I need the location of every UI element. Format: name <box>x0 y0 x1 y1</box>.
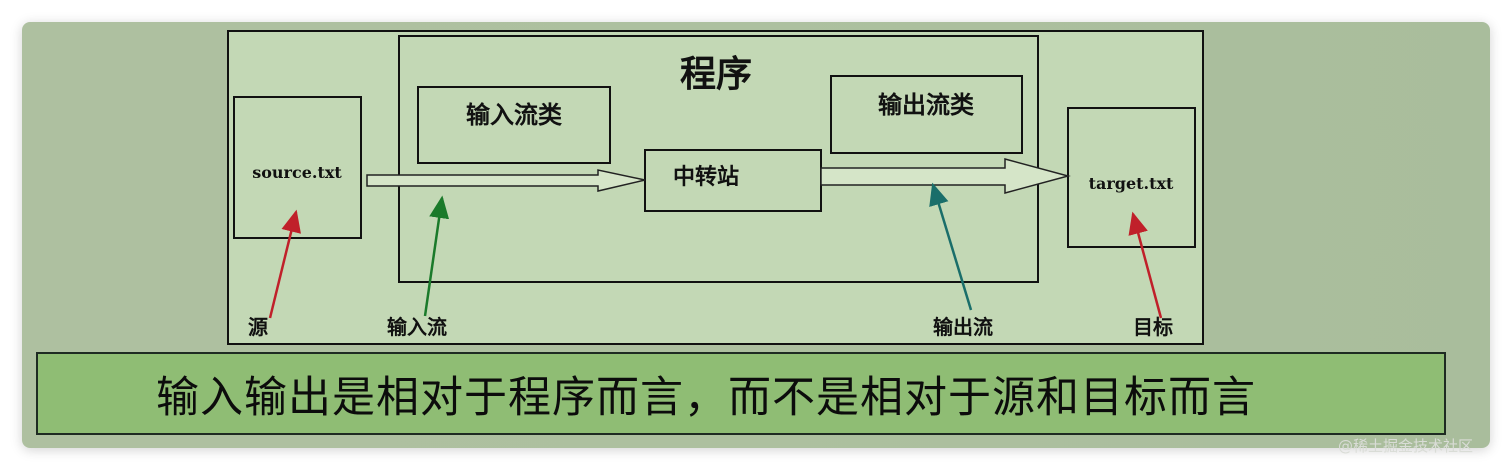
target-label: 目标 <box>1133 315 1173 339</box>
target-file-label: target.txt <box>1089 174 1174 193</box>
output-stream-class-box <box>830 75 1023 154</box>
input-stream-label: 输入流 <box>387 315 447 339</box>
caption-banner: 输入输出是相对于程序而言，而不是相对于源和目标而言 <box>36 352 1446 435</box>
output-flow-arrow <box>820 158 1071 194</box>
target-pointer-arrow <box>1128 211 1163 319</box>
target-file-box <box>1067 107 1196 248</box>
program-box <box>398 35 1039 283</box>
watermark: @稀土掘金技术社区 <box>1338 437 1474 455</box>
caption-text: 输入输出是相对于程序而言，而不是相对于源和目标而言 <box>156 372 1256 423</box>
input-stream-class-label: 输入流类 <box>466 101 563 129</box>
source-file-label: source.txt <box>252 163 342 182</box>
source-label: 源 <box>248 315 268 339</box>
output-stream-pointer-arrow <box>929 182 973 311</box>
source-file-box <box>233 96 362 239</box>
diagram-panel <box>227 30 1204 345</box>
program-label: 程序 <box>680 54 752 95</box>
relay-label: 中转站 <box>673 164 739 190</box>
input-flow-arrow <box>366 169 646 192</box>
output-stream-label: 输出流 <box>933 315 993 339</box>
output-stream-class-label: 输出流类 <box>878 91 975 119</box>
source-pointer-arrow <box>268 209 301 319</box>
input-stream-pointer-arrow <box>423 195 450 317</box>
input-stream-class-box <box>417 86 611 164</box>
